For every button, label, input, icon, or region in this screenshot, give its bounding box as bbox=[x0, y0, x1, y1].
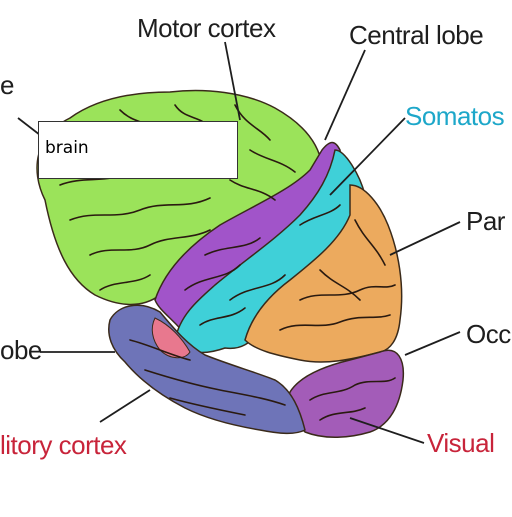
leader-e-left bbox=[17, 117, 41, 136]
central-lobe-label: Central lobe bbox=[349, 20, 484, 50]
leader-motor-cortex bbox=[224, 41, 241, 121]
auditory-cortex-label: litory cortex bbox=[0, 430, 127, 460]
leader-auditory bbox=[99, 389, 151, 423]
brain-text: brain bbox=[45, 138, 89, 158]
somatosensory-label: Somatos bbox=[405, 101, 505, 131]
insula-region bbox=[151, 317, 191, 359]
leader-occ bbox=[404, 331, 461, 356]
occipital-label: Occ bbox=[466, 319, 511, 349]
leader-visual bbox=[349, 417, 425, 444]
temporal-lobe-label: obe bbox=[0, 335, 42, 365]
visual-label: Visual bbox=[427, 428, 495, 458]
brain-text-box: brain bbox=[38, 121, 238, 179]
occipital-lobe-region bbox=[288, 349, 405, 439]
leader-par bbox=[389, 221, 461, 256]
leader-somatos bbox=[329, 117, 406, 196]
motor-cortex-label: Motor cortex bbox=[137, 13, 276, 43]
leader-central-lobe bbox=[324, 49, 366, 141]
leader-lines bbox=[17, 41, 461, 444]
frontal-lobe-label: e bbox=[0, 70, 14, 100]
parietal-label: Par bbox=[466, 206, 505, 236]
